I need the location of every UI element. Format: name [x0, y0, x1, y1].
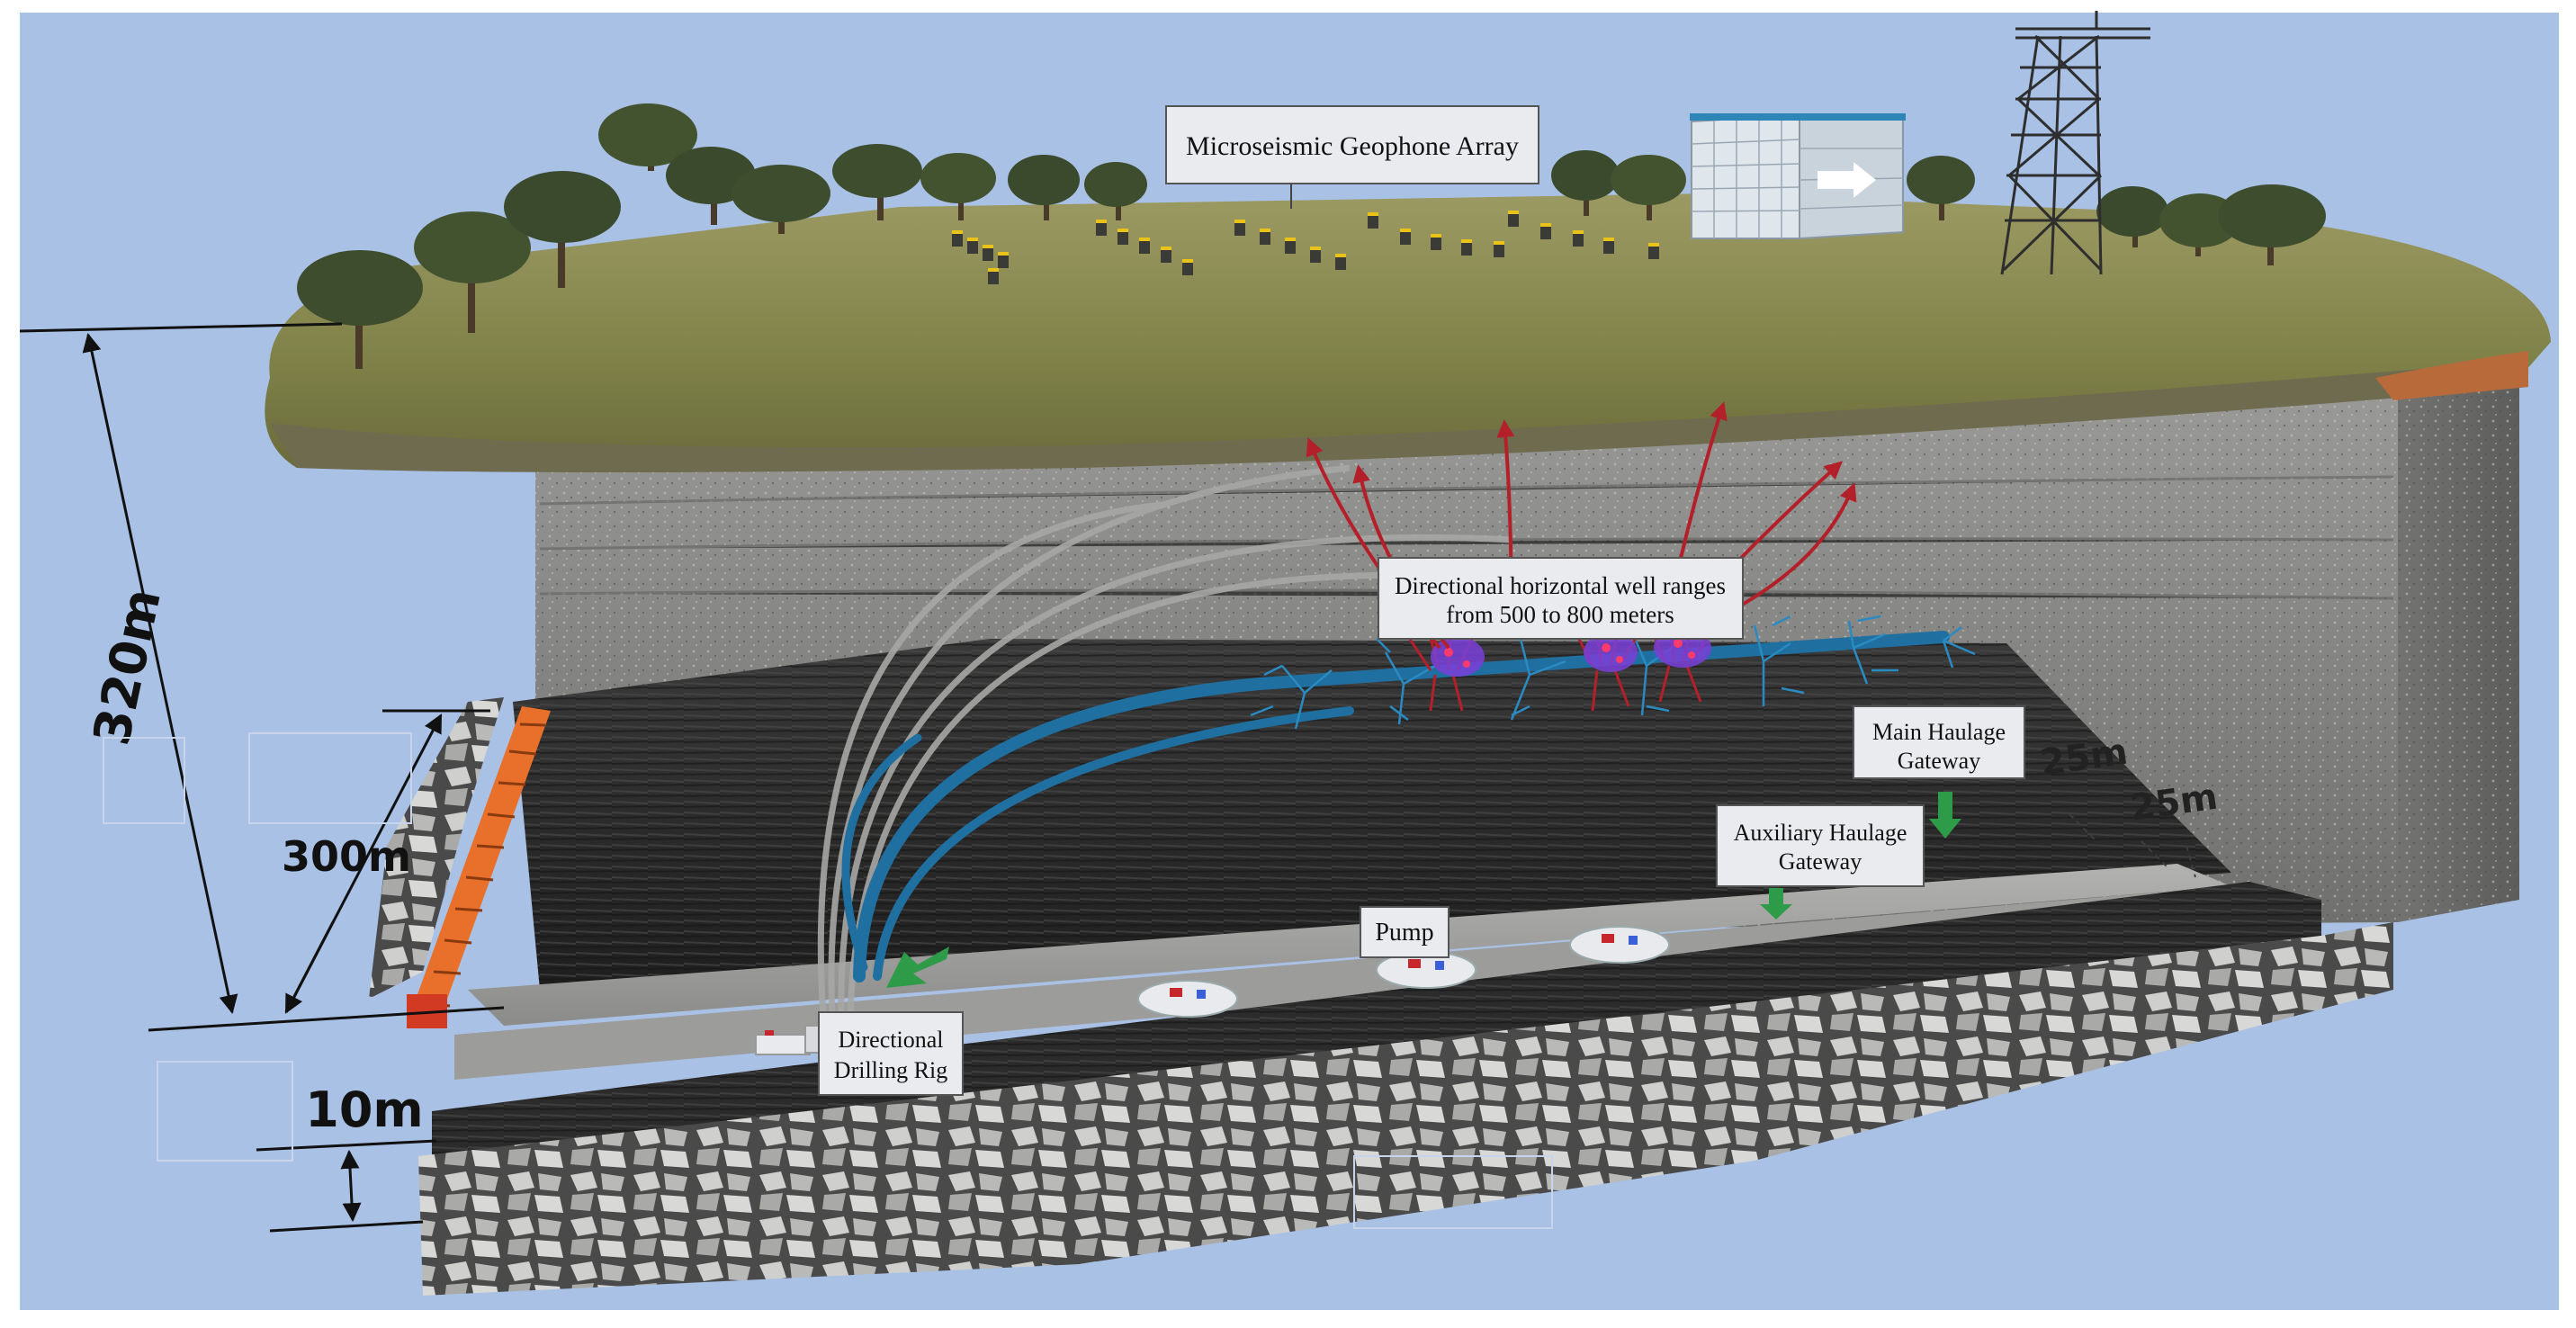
label-drilling-rig-line2: Drilling Rig	[834, 1057, 947, 1083]
callout-geophone-array: Microseismic Geophone Array	[1165, 105, 1539, 209]
trees	[297, 103, 2326, 369]
callout-drilling-rig: Directional Drilling Rig	[818, 1011, 964, 1096]
pumps	[1137, 926, 1670, 1018]
pillar-dimension-lines	[2069, 813, 2196, 878]
callout-well-ranges: Directional horizontal well ranges from …	[1378, 557, 1744, 640]
ground-edge	[270, 360, 2528, 472]
label-aux-haulage-line2: Gateway	[1779, 848, 1862, 875]
callout-pump: Pump	[1360, 906, 1450, 958]
directional-horizontal-wells	[841, 631, 1950, 983]
face-length-dimension	[284, 709, 490, 1014]
depth-dimension	[19, 322, 505, 1032]
seam-spacing-dimension	[256, 1139, 437, 1233]
monitoring-tower	[2000, 11, 2150, 275]
seam-spacing-label: 10m	[305, 1081, 423, 1138]
label-pump: Pump	[1375, 919, 1433, 947]
label-geophone-array: Microseismic Geophone Array	[1186, 131, 1519, 161]
callout-auxiliary-haulage: Auxiliary Haulage Gateway	[1716, 804, 1925, 887]
label-aux-haulage-line1: Auxiliary Haulage	[1734, 820, 1907, 846]
callout-main-haulage: Main Haulage Gateway	[1853, 705, 2025, 779]
monitoring-building	[1690, 113, 1906, 240]
label-main-haulage-line2: Gateway	[1898, 748, 1980, 774]
gravel-floor	[418, 922, 2393, 1296]
hydraulic-fracture-network	[1250, 615, 1976, 730]
label-drilling-rig-line1: Directional	[839, 1027, 944, 1053]
face-length-label: 300m	[282, 832, 411, 881]
geophone-sensors	[952, 212, 1659, 284]
ground-surface	[265, 193, 2552, 468]
label-well-range-line1: Directional horizontal well ranges	[1395, 572, 1726, 599]
label-well-range-line2: from 500 to 800 meters	[1446, 601, 1674, 628]
label-main-haulage-line1: Main Haulage	[1872, 719, 2006, 745]
airflow-arrows	[886, 792, 1961, 988]
